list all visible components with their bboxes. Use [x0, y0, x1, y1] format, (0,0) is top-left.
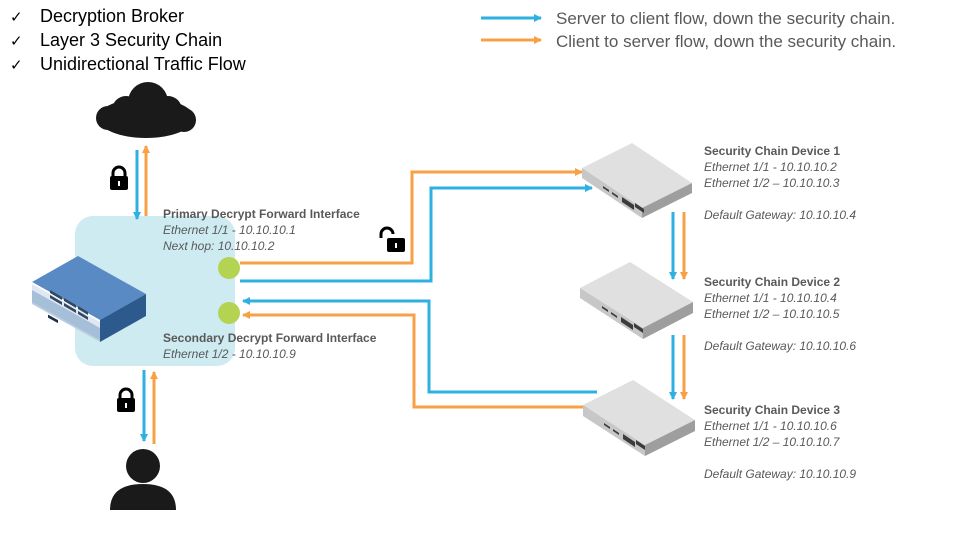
check-icon: ✓ — [10, 8, 23, 26]
feature-label: Decryption Broker — [40, 6, 185, 26]
secondary-interface-label: Secondary Decrypt Forward Interface Ethe… — [163, 330, 376, 362]
check-icon: ✓ — [10, 32, 23, 50]
primary-interface-label: Primary Decrypt Forward Interface Ethern… — [163, 206, 360, 254]
lock-closed-icon — [117, 387, 135, 412]
primary-interface-ethernet: Ethernet 1/1 - 10.10.10.1 — [163, 223, 296, 237]
primary-interface-title: Primary Decrypt Forward Interface — [163, 207, 360, 221]
device-eth2: Ethernet 1/2 – 10.10.10.5 — [704, 307, 840, 321]
secondary-interface-port[interactable] — [218, 302, 240, 324]
feature-checklist: ✓ Decryption Broker ✓ Layer 3 Security Cha… — [10, 5, 246, 77]
flow-client-to-server-secondary — [242, 311, 590, 409]
device-eth1: Ethernet 1/1 - 10.10.10.4 — [704, 291, 837, 305]
security-device-3-icon — [583, 380, 695, 456]
device-eth1: Ethernet 1/1 - 10.10.10.2 — [704, 160, 837, 174]
feature-item: ✓ Unidirectional Traffic Flow — [10, 53, 246, 77]
security-device-1-icon — [582, 143, 692, 218]
feature-item: ✓ Decryption Broker — [10, 5, 246, 29]
legend: Server to client flow, down the security… — [480, 7, 896, 53]
legend-label: Server to client flow, down the security… — [556, 8, 896, 28]
legend-item-client-to-server: Client to server flow, down the security… — [480, 30, 896, 53]
device-gateway: Default Gateway: 10.10.10.4 — [704, 208, 857, 222]
cloud-icon — [96, 82, 196, 138]
device-eth2: Ethernet 1/2 – 10.10.10.3 — [704, 176, 840, 190]
secondary-interface-title: Secondary Decrypt Forward Interface — [163, 331, 377, 345]
security-device-2-icon — [580, 262, 693, 339]
lock-open-icon — [379, 226, 405, 252]
flow-server-to-client-primary — [240, 184, 593, 283]
flow-client-to-server-primary — [240, 168, 583, 265]
security-device-3-label: Security Chain Device 3 Ethernet 1/1 - 1… — [704, 402, 904, 482]
device-title: Security Chain Device 2 — [704, 275, 841, 289]
lock-closed-icon — [110, 165, 128, 190]
check-icon: ✓ — [10, 56, 23, 74]
device-gateway: Default Gateway: 10.10.10.6 — [704, 339, 857, 353]
primary-interface-next-hop: Next hop: 10.10.10.2 — [163, 239, 275, 253]
flow-server-to-client-secondary — [242, 297, 597, 394]
feature-label: Layer 3 Security Chain — [40, 30, 223, 50]
security-device-2-label: Security Chain Device 2 Ethernet 1/1 - 1… — [704, 274, 904, 354]
secondary-interface-ethernet: Ethernet 1/2 - 10.10.10.9 — [163, 347, 296, 361]
feature-item: ✓ Layer 3 Security Chain — [10, 29, 246, 53]
device-title: Security Chain Device 1 — [704, 144, 841, 158]
device-title: Security Chain Device 3 — [704, 403, 841, 417]
legend-label: Client to server flow, down the security… — [556, 31, 897, 51]
primary-interface-port[interactable] — [218, 257, 240, 279]
device-eth1: Ethernet 1/1 - 10.10.10.6 — [704, 419, 837, 433]
user-icon — [110, 449, 176, 510]
firewall-appliance-icon — [32, 256, 146, 342]
legend-item-server-to-client: Server to client flow, down the security… — [480, 7, 896, 30]
device-gateway: Default Gateway: 10.10.10.9 — [704, 467, 857, 481]
feature-label: Unidirectional Traffic Flow — [40, 54, 246, 74]
security-device-1-label: Security Chain Device 1 Ethernet 1/1 - 1… — [704, 143, 904, 223]
device-eth2: Ethernet 1/2 – 10.10.10.7 — [704, 435, 840, 449]
